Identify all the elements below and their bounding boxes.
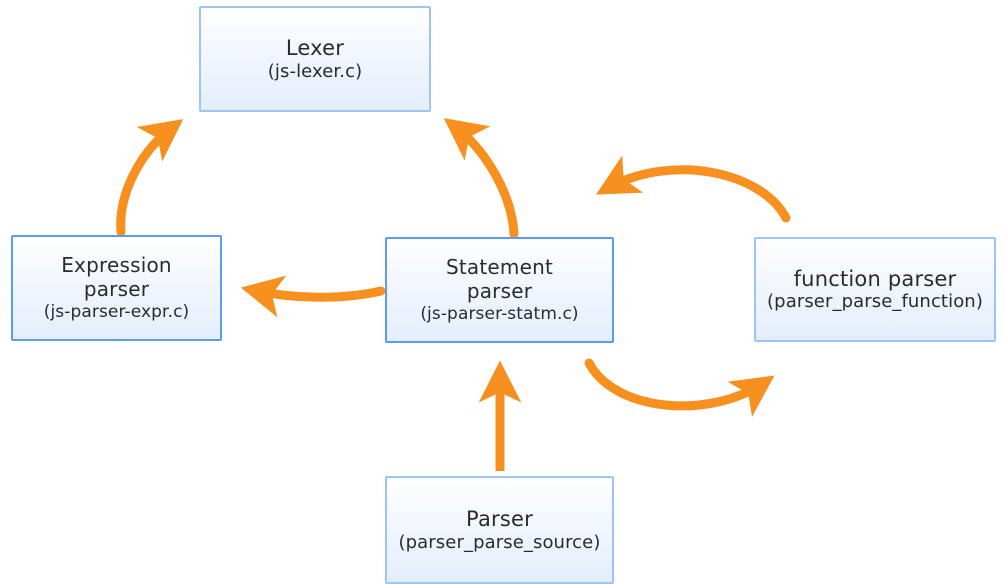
node-function-parser[interactable]: function parser (parser_parse_function)	[754, 237, 996, 342]
node-lexer[interactable]: Lexer (js-lexer.c)	[199, 6, 431, 112]
node-parser[interactable]: Parser (parser_parse_source)	[385, 476, 614, 584]
node-statement-parser[interactable]: Statement parser (js-parser-statm.c)	[385, 237, 614, 343]
node-expression-parser-title-line2: parser	[83, 276, 150, 301]
node-statement-parser-title-line1: Statement	[445, 255, 554, 280]
node-expression-parser[interactable]: Expression parser (js-parser-expr.c)	[11, 235, 222, 341]
node-expression-parser-title-line1: Expression	[61, 253, 172, 278]
node-expression-parser-subtitle: (js-parser-expr.c)	[43, 301, 190, 322]
edge-statement-to-expression	[240, 275, 386, 318]
edge-statement-to-lexer	[443, 118, 519, 239]
node-parser-title: Parser	[466, 507, 533, 531]
edge-function-to-statement	[595, 155, 791, 223]
node-function-parser-subtitle: (parser_parse_function)	[767, 291, 983, 313]
edge-statement-to-function	[584, 358, 775, 418]
node-statement-parser-title-line2: parser	[466, 278, 533, 303]
node-lexer-subtitle: (js-lexer.c)	[267, 60, 363, 82]
node-parser-subtitle: (parser_parse_source)	[398, 531, 601, 553]
node-statement-parser-subtitle: (js-parser-statm.c)	[420, 303, 579, 324]
node-function-parser-title: function parser	[793, 266, 957, 291]
edge-expression-to-lexer	[116, 119, 184, 237]
node-lexer-title: Lexer	[285, 36, 345, 60]
